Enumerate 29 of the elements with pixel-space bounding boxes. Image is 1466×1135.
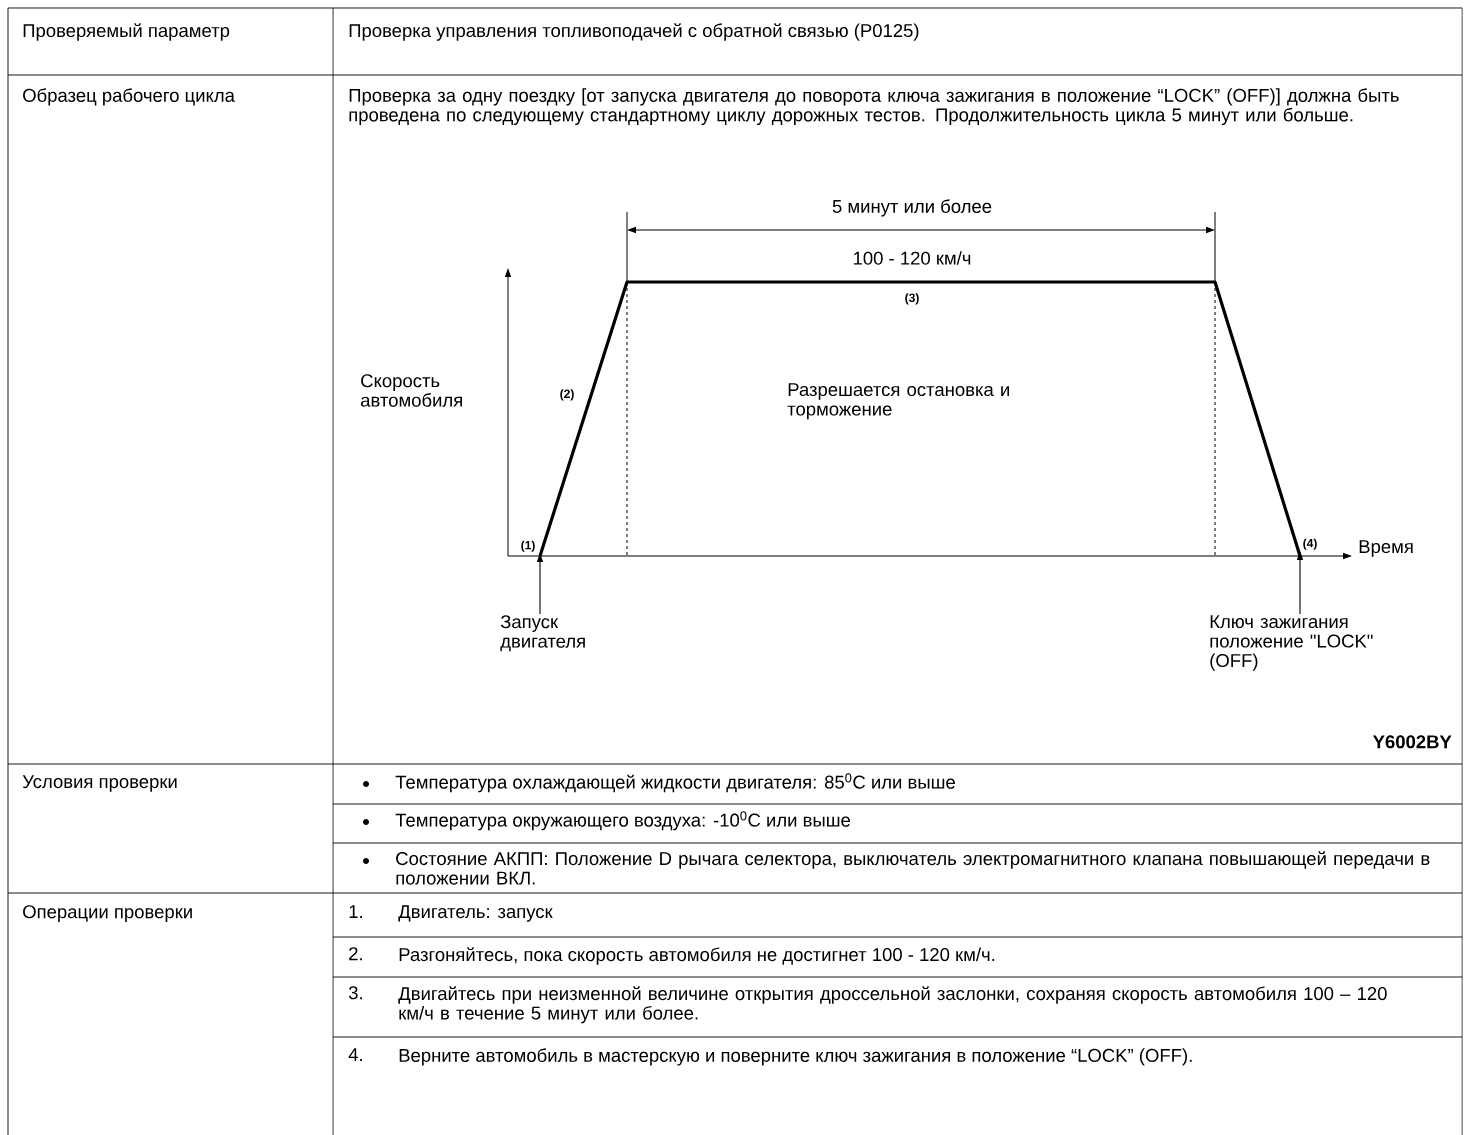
list-item: Двигайтесь при неизменной величине открытия дроссельной заслонки, сохраняя скорость автомобиля 100 – 120 км/ч в течение 5 минут или более. — [398, 986, 1387, 1024]
list-number: 3. — [348, 986, 362, 1000]
list-item: Температура окружающего воздуха: -10$^{0}$C или выше — [395, 811, 851, 831]
row-header: Проверяемый параметр — [23, 23, 230, 41]
leader-text: Ключ зажигания положение "LOCK" (OFF) — [1210, 615, 1373, 671]
speed-label: 100 - 120 км/ч — [853, 251, 971, 265]
axis-label: Скорость автомобиля — [361, 374, 462, 407]
phase-number: (4) — [1303, 538, 1317, 550]
list-number: 4. — [348, 1048, 362, 1061]
phase-number: (1) — [521, 540, 535, 552]
axis-label: Время — [1359, 540, 1413, 557]
list-number: 1. — [349, 905, 362, 918]
dimension-label: 5 минут или более — [832, 199, 992, 217]
figure-code: Y6002BY — [1372, 735, 1452, 749]
list-item: Верните автомобиль в мастерскую и поверните ключ зажигания в положение “LOCK” (OFF). — [399, 1048, 1192, 1066]
phase-number: (3) — [905, 293, 919, 305]
row-header: Операции проверки — [23, 905, 192, 922]
list-item: Состояние АКПП: Положение D рычага селектора, выключатель электромагнитного клапана повышающей передачи в положении ВКЛ. — [396, 851, 1430, 885]
list-number: 2. — [349, 947, 362, 961]
cell-text: Проверка управления топливоподачей с обратной связью (P0125) — [349, 23, 919, 41]
cell-text: Проверка за одну поездку [от запуска двигателя до поворота ключа зажигания в положение “LOCK” (OFF)] должна быть проведена по следующему стандартному циклу дорожных тестов. Продолжительность цикла 5 минут или больше. — [349, 88, 1399, 126]
row-header: Образец рабочего цикла — [23, 88, 235, 106]
chart-note: Разрешается остановка и торможение — [787, 383, 1009, 420]
row-header: Условия проверки — [22, 775, 177, 792]
list-item: Температура охлаждающей жидкости двигателя: 85$^{0}$C или выше — [395, 773, 955, 793]
leader-text: Запуск двигателя — [500, 615, 585, 652]
phase-number: (2) — [560, 389, 574, 401]
list-item: Разгоняйтесь, пока скорость автомобиля не достигнет 100 - 120 км/ч. — [399, 947, 995, 965]
list-item: Двигатель: запуск — [398, 905, 553, 922]
